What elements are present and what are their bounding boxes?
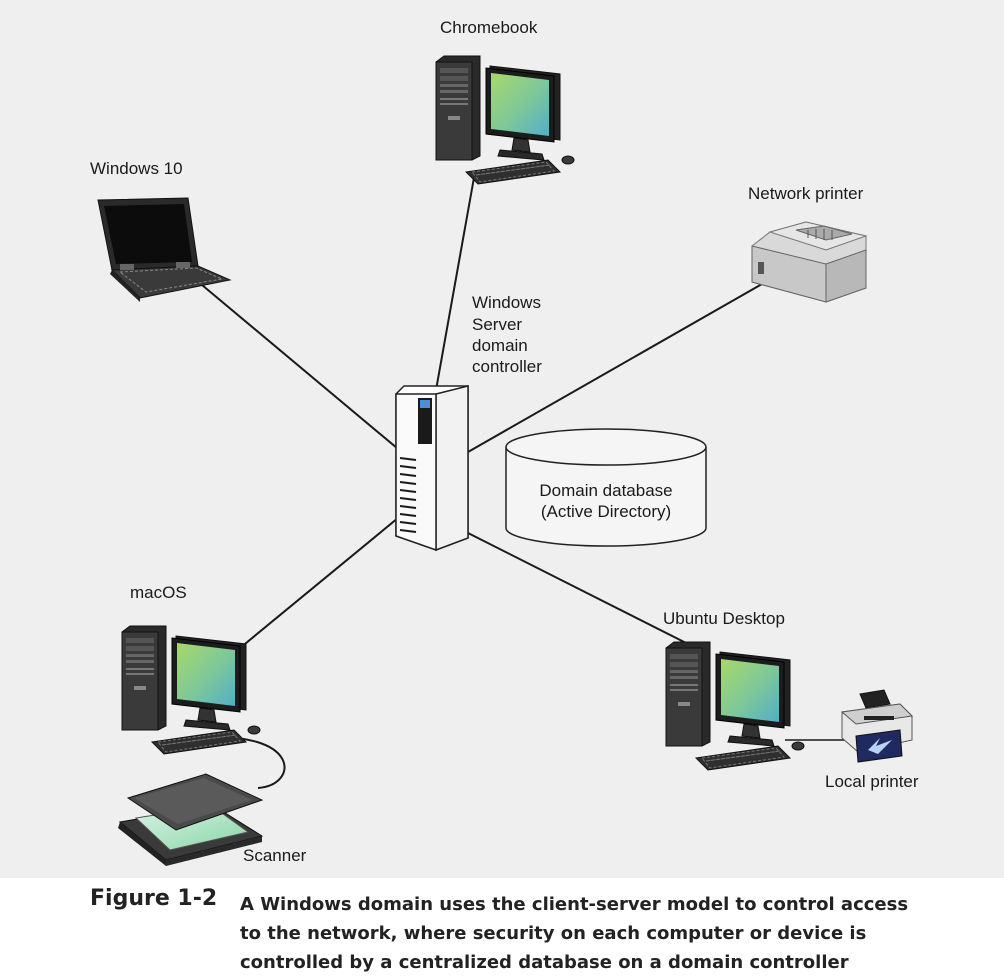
database-label-line-1: Domain database: [539, 481, 672, 500]
local-printer-icon: [840, 689, 914, 763]
link-ubuntu: [465, 531, 697, 649]
scanner-icon: [118, 773, 264, 866]
server-label-line-2: Server: [472, 315, 522, 334]
domain-controller-server-icon: [395, 385, 469, 552]
database-label-line-2: (Active Directory): [541, 502, 671, 521]
domain-database-icon: [505, 428, 707, 547]
server-label-line-4: controller: [472, 357, 542, 376]
macos-computer-icon: [121, 625, 261, 755]
server-label-line-1: Windows: [472, 293, 541, 312]
server-label-line-3: domain: [472, 336, 528, 355]
link-network-printer: [467, 283, 763, 453]
link-chromebook: [430, 171, 476, 419]
ubuntu-computer-icon: [665, 641, 805, 771]
caption-text: A Windows domain uses the client-server …: [240, 894, 909, 973]
figure-number: Figure 1-2: [90, 886, 218, 911]
ubuntu-label: Ubuntu Desktop: [663, 609, 785, 628]
chromebook-label: Chromebook: [440, 18, 538, 37]
chromebook-computer-icon: [435, 55, 575, 185]
network-printer-label: Network printer: [748, 184, 864, 203]
link-windows10: [201, 284, 429, 475]
windows10-laptop-icon: [97, 197, 232, 302]
local-printer-label: Local printer: [825, 772, 919, 791]
windows10-label: Windows 10: [90, 159, 183, 178]
macos-label: macOS: [130, 583, 187, 602]
network-printer-icon: [751, 221, 868, 303]
figure-caption: Figure 1-2 A Windows domain uses the cli…: [90, 884, 970, 976]
network-diagram: Chromebook Windows 10 Network printer Wi…: [0, 0, 1004, 878]
scanner-label: Scanner: [243, 846, 307, 865]
